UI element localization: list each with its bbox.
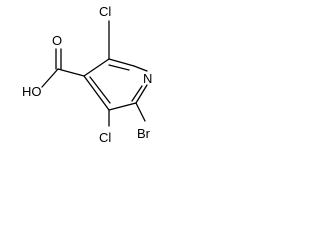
carbonyl-oxygen-label: O <box>52 33 62 48</box>
bond-c5-c6-inner <box>108 64 130 71</box>
bond-c4-c5 <box>83 58 110 77</box>
bond-c3-c4-inner <box>89 76 111 104</box>
chlorine-top-label: Cl <box>99 4 111 19</box>
bond-c2-c3 <box>108 102 137 111</box>
bond-c2-br <box>135 102 146 122</box>
bond-c5-c6 <box>108 58 135 67</box>
bond-c3-c4 <box>83 75 110 111</box>
bond-n-c2 <box>135 84 148 104</box>
hydroxyl-label: HO <box>22 84 42 99</box>
chlorine-bottom-label: Cl <box>99 130 111 145</box>
bromine-label: Br <box>137 126 151 141</box>
bond-carboxyl-oh <box>41 68 59 88</box>
structure-diagram: Cl N Br Cl HO O <box>22 4 152 145</box>
bond-c6-n <box>133 65 148 72</box>
bond-c4-carboxyl <box>57 68 85 77</box>
nitrogen-label: N <box>143 71 152 86</box>
bond-n-c2-inner <box>131 85 143 102</box>
